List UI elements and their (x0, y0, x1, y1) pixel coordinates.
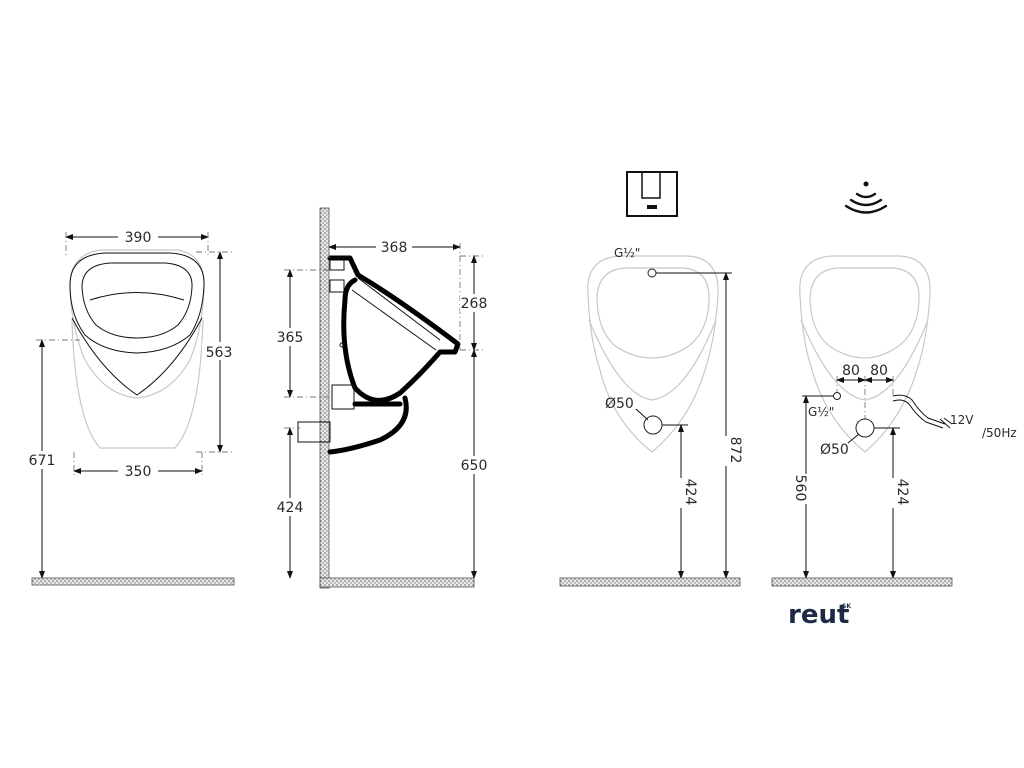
button-variant: G½" Ø50 424 872 (559, 171, 743, 587)
sensor-inlet-label: G½" (808, 405, 834, 419)
brand-superscript: SK (842, 603, 851, 610)
brand-logo: reut SK (788, 600, 851, 630)
front-width-bottom-label: 350 (125, 464, 152, 480)
sensor-inlet-height-label: 560 (792, 475, 808, 502)
urinal-side-lower (327, 395, 409, 455)
front-floor (31, 577, 235, 586)
sensor-offset-right-label: 80 (870, 363, 888, 379)
front-width-top-label: 390 (125, 230, 152, 246)
button-floor (559, 577, 741, 587)
sensor-outlet-label: Ø50 (820, 442, 849, 458)
brand-name: reut (788, 600, 849, 630)
urinal-front-rim-inner (81, 262, 193, 339)
side-upper-height-label: 365 (277, 330, 304, 346)
urinal-sensor-body (799, 255, 931, 453)
side-projection-label: 368 (381, 240, 408, 256)
urinal-front-skirt (71, 319, 204, 449)
button-inlet-height-label: 872 (727, 437, 743, 464)
urinal-front-rim-outer (69, 252, 205, 354)
side-wall (319, 207, 330, 589)
urinal-front-body (69, 249, 205, 399)
front-height-label: 671 (29, 453, 56, 469)
sensor-offset-left-label: 80 (842, 363, 860, 379)
button-outlet-label: Ø50 (605, 396, 634, 412)
side-lower-height-label: 424 (277, 500, 304, 516)
sensor-outlet-height-label: 424 (894, 479, 910, 506)
side-top-section-label: 268 (461, 296, 488, 312)
sensor-frequency-label: /50Hz (982, 426, 1017, 440)
button-inlet-label: G½" (614, 246, 640, 260)
urinal-side-profile (327, 255, 461, 403)
side-total-height-label: 650 (461, 458, 488, 474)
front-view: 390 350 563 671 (28, 228, 236, 586)
flush-button-icon (626, 171, 678, 217)
side-floor (319, 577, 475, 588)
button-outlet-height-label: 424 (682, 479, 698, 506)
front-depth-label: 563 (206, 345, 233, 361)
sensor-floor (771, 577, 953, 587)
urinal-button-body (587, 255, 719, 453)
sensor-wave-icon (844, 181, 888, 214)
sensor-voltage-label: 12V (950, 413, 974, 427)
side-view: 368 268 650 365 424 (274, 207, 490, 589)
sensor-variant: 80 80 G½" 12V /50Hz Ø50 560 424 (771, 181, 1017, 587)
